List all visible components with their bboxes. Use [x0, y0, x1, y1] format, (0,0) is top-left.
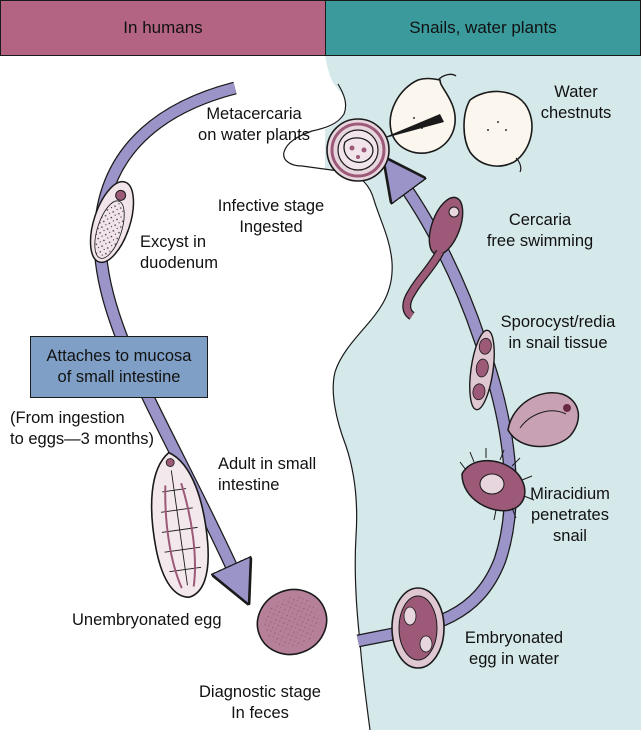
label-diagnostic-stage: Diagnostic stage In feces — [190, 682, 330, 724]
label-sporocyst: Sporocyst/redia in snail tissue — [490, 312, 626, 354]
label-miracidium: Miracidium penetrates snail — [520, 484, 620, 547]
embryonated-egg-icon — [392, 588, 444, 668]
label-water-chestnuts: Water chestnuts — [530, 82, 622, 124]
attaches-to-mucosa-box: Attaches to mucosa of small intestine — [30, 336, 208, 398]
unembryonated-egg-icon — [248, 579, 337, 665]
label-unembryonated-egg: Unembryonated egg — [72, 610, 222, 631]
metacercaria-icon — [327, 119, 389, 181]
header-humans: In humans — [0, 0, 326, 56]
label-metacercaria: Metacercaria on water plants — [184, 104, 324, 146]
label-excyst: Excyst in duodenum — [140, 232, 218, 274]
adult-fluke-icon — [143, 449, 216, 601]
label-adult: Adult in small intestine — [218, 454, 316, 496]
label-infective-stage: Infective stage Ingested — [208, 196, 334, 238]
header-snails: Snails, water plants — [325, 0, 641, 56]
label-embryonated-egg: Embryonated egg in water — [454, 628, 574, 670]
label-cercaria: Cercaria free swimming — [472, 210, 608, 252]
excysting-larva-icon — [82, 176, 142, 267]
label-from-ingestion: (From ingestion to eggs—3 months) — [10, 408, 154, 450]
